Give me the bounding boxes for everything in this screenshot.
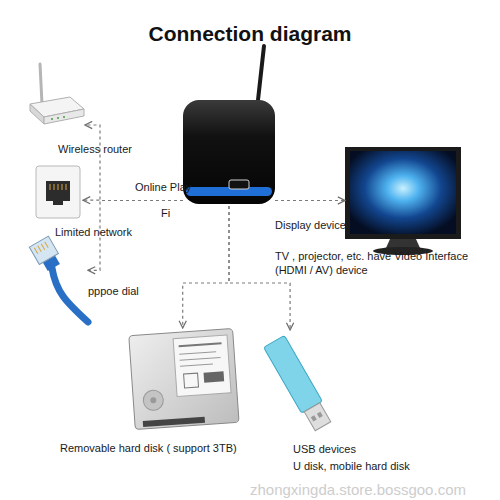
connector-arrow (275, 200, 345, 201)
diagram-title: Connection diagram (0, 22, 500, 46)
connector-arrow (183, 206, 229, 328)
device-caption: Wireless router (58, 142, 132, 156)
device-node: Limited network (35, 165, 83, 220)
device-node: Wireless router (28, 62, 85, 132)
device-caption: Online Play (135, 180, 191, 194)
device-caption: pppoe dial (88, 284, 139, 298)
usb-stick-illustration (264, 335, 334, 432)
router-illustration (30, 64, 84, 124)
connector-arrow (83, 200, 183, 202)
device-caption: Display device (275, 218, 346, 232)
tv-box-illustration (183, 46, 275, 204)
device-node: Removable hard disk ( support 3TB) (128, 328, 242, 430)
hard-disk-illustration (129, 329, 239, 430)
watermark-text: zhongxingda.store.bossgoo.com (250, 481, 466, 498)
device-node: Online PlayFi (183, 96, 275, 206)
device-caption: U disk, mobile hard disk (293, 459, 410, 473)
television-illustration (345, 147, 461, 255)
device-node: Display deviceTV , projector, etc. have … (345, 145, 463, 255)
device-node: USB devicesU disk, mobile hard disk (262, 330, 334, 436)
device-caption: USB devices (293, 442, 356, 456)
device-caption: TV , projector, etc. have Video Interfac… (275, 249, 475, 277)
device-node: pppoe dial (28, 238, 88, 323)
device-caption: Fi (161, 206, 170, 220)
device-caption: Removable hard disk ( support 3TB) (60, 441, 237, 455)
device-caption: Limited network (55, 225, 132, 239)
network-jack-illustration (36, 166, 80, 218)
ethernet-cable-illustration (29, 236, 88, 322)
